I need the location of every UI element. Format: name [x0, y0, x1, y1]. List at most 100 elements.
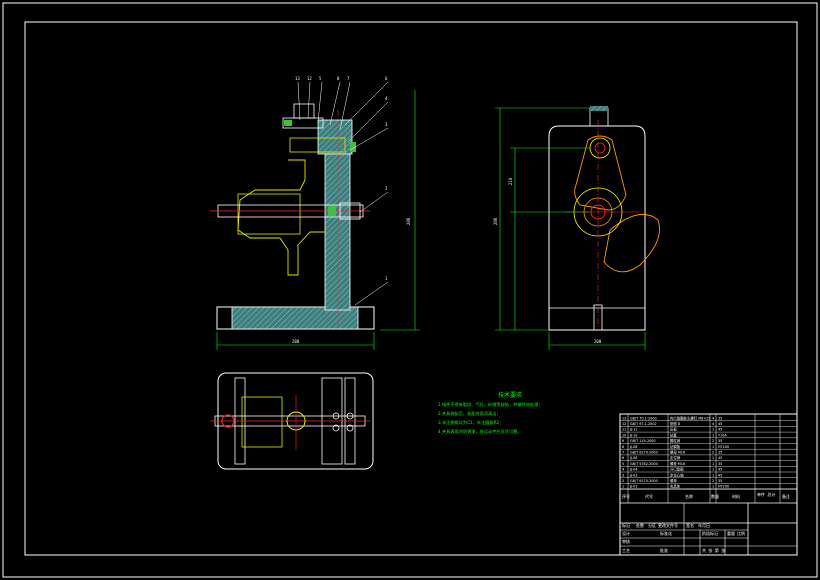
parts-row-5-qty: 1: [712, 462, 714, 466]
header-qty: 数量: [711, 493, 719, 499]
balloon-leader-13: [297, 81, 301, 121]
parts-row-5-no: 5: [622, 462, 624, 466]
footer-standard: 标准化: [660, 530, 672, 536]
parts-row-4-no: 4: [622, 468, 624, 472]
side-dim-height-outer: 286: [493, 217, 498, 225]
balloon-label-2: 2: [385, 186, 388, 191]
balloon-leader-2: [359, 191, 389, 213]
technical-notes: 技术要求 1.铸件不得有裂纹、气孔、砂眼等缺陷，并做时效处理； 2.夹具装配后，…: [438, 391, 543, 435]
side-body-outline: [548, 125, 646, 331]
header-note: 备注: [782, 493, 790, 499]
top-bolt-a: [332, 412, 340, 420]
balloon-leader-1: [354, 281, 389, 306]
title-block-frame: [619, 413, 798, 556]
parts-row-10-code: JJ-10: [629, 433, 637, 437]
footer-change: 更改文件号: [658, 522, 678, 528]
parts-row-3-material: 45: [718, 473, 722, 477]
parts-row-8-no: 8: [622, 445, 624, 449]
parts-row-2-code: GB/T 6170-2000: [630, 479, 658, 483]
header-name: 名称: [685, 493, 693, 499]
top-bolt-b: [332, 424, 340, 432]
front-collar: [237, 193, 301, 235]
parts-row-3-qty: 1: [712, 473, 714, 477]
balloon-label-4: 4: [385, 96, 388, 101]
front-upright: [324, 149, 351, 311]
parts-list-header: 序号 代号 名称 数量 材料 单件 总计 备注: [620, 488, 797, 504]
parts-row-10-material: T10A: [717, 433, 727, 437]
parts-row-8-qty: 1: [712, 445, 714, 449]
parts-row-10-no: 10: [622, 433, 626, 437]
parts-row-7-no: 7: [622, 451, 624, 455]
side-cam-plate: [603, 213, 660, 273]
parts-row-6-code: JJ-06: [629, 456, 637, 460]
front-view: [210, 103, 375, 330]
parts-row-13-name: 内六角圆柱头螺钉 M8×25: [670, 415, 710, 420]
parts-row-1-code: JJ-01: [629, 485, 637, 489]
parts-row-2-qty: 2: [712, 479, 714, 483]
parts-row-7-qty: 2: [712, 451, 714, 455]
parts-row-2-name: 螺母: [670, 478, 677, 483]
parts-row-13-code: GB/T 70.1-2000: [630, 416, 657, 420]
balloon-leader-5: [317, 81, 323, 123]
footer-process: 工艺: [622, 548, 630, 553]
footer-count: 处数: [636, 522, 644, 528]
parts-row-5-material: 35: [718, 462, 722, 466]
parts-row-8-material: HT200: [718, 445, 729, 449]
parts-row-1-no: 1: [622, 485, 624, 489]
footer-design: 设计: [622, 530, 630, 536]
balloon-leader-12: [307, 81, 311, 119]
parts-row-12-name: 垫圈 8: [670, 421, 680, 426]
parts-row-9-qty: 2: [712, 439, 714, 443]
parts-row-9-material: 35: [718, 439, 722, 443]
side-top-bore-inner: [594, 142, 606, 154]
top-bolt-c: [346, 412, 354, 420]
notes-line-4: 4.夹具表面涂防锈漆，各运动件应灵活可靠。: [438, 428, 522, 435]
front-dim-height: 286: [406, 217, 411, 225]
notes-line-1: 1.铸件不得有裂纹、气孔、砂眼等缺陷，并做时效处理；: [438, 401, 543, 408]
balloon-label-13: 13: [295, 76, 300, 81]
footer-review: 审核: [622, 538, 630, 544]
parts-row-5-code: GB/T 5782-2000: [630, 462, 658, 466]
side-slot: [593, 304, 603, 331]
balloon-label-6: 6: [385, 76, 388, 81]
footer-mark: 标记: [622, 522, 630, 528]
front-top-pin: [350, 142, 356, 152]
parts-row-6-name: 定位销: [670, 455, 681, 460]
front-top-block: [293, 103, 315, 119]
front-top-jaw: [289, 137, 346, 153]
front-pin-green: [328, 206, 336, 216]
side-dim-height-inner: 210: [508, 177, 513, 185]
footer-sign: 签名: [686, 522, 694, 528]
front-dimensions: 280 286: [216, 90, 420, 350]
inner-frame: [24, 21, 798, 556]
parts-row-2-no: 2: [622, 479, 624, 483]
balloon-label-3: 3: [385, 122, 388, 127]
footer-approve: 批准: [660, 547, 668, 553]
parts-row-11-no: 11: [622, 428, 626, 432]
parts-row-4-code: JJ-04: [629, 468, 637, 472]
side-dim-width: 200: [594, 339, 602, 344]
parts-row-9-no: 9: [622, 439, 624, 443]
parts-row-6-no: 6: [622, 456, 624, 460]
parts-row-1-material: HT200: [718, 485, 729, 489]
header-weight: 单件 总计: [757, 491, 775, 497]
parts-row-3-code: JJ-03: [629, 473, 637, 477]
parts-row-12-code: GB/T 97.1-2002: [630, 422, 657, 426]
parts-row-11-material: 45: [718, 428, 722, 432]
parts-row-8-code: JJ-08: [629, 445, 637, 449]
parts-row-13-material: 35: [718, 416, 722, 420]
footer-zone: 分区: [648, 522, 656, 528]
balloon-leader-6: [344, 81, 389, 126]
balloon-leader-3: [349, 127, 389, 151]
balloon-leader-7: [339, 81, 351, 131]
parts-row-11-name: 压板: [670, 427, 677, 432]
front-bracket-outline: [237, 159, 325, 276]
front-dim-width: 280: [292, 339, 300, 344]
front-nut: [339, 202, 361, 220]
balloon-label-5: 5: [319, 76, 322, 81]
top-collar: [241, 396, 283, 448]
